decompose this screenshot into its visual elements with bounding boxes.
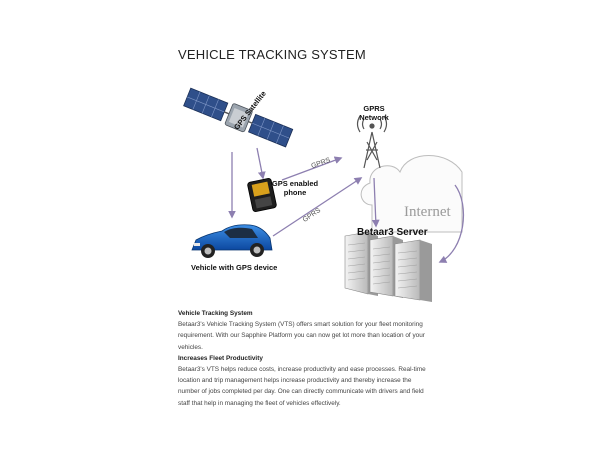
network-label-line2: Network (359, 113, 389, 122)
network-label: GPRS Network (357, 104, 391, 122)
vehicle-label: Vehicle with GPS device (191, 263, 278, 272)
server-label: Betaar3 Server (357, 227, 428, 238)
satellite-icon (183, 87, 294, 148)
description-section: Vehicle Tracking System Betaar3's Vehicl… (178, 308, 428, 409)
paragraph-line: requirement. With our Sapphire Platform … (178, 332, 425, 340)
network-label-line1: GPRS (363, 104, 385, 113)
arrow-internet-loop (438, 184, 465, 263)
section-heading-vts: Vehicle Tracking System (178, 310, 253, 317)
gprs-tower-icon (356, 115, 388, 169)
phone-label: GPS enabled phone (268, 179, 322, 197)
connection-arrows (228, 147, 465, 263)
paragraph-line: location and trip management helps incre… (178, 377, 412, 385)
paragraph-line: number of jobs completed per day. One ca… (178, 388, 424, 396)
car-icon (191, 224, 273, 258)
paragraph-line: Betaar3's VTS helps reduce costs, increa… (178, 366, 426, 374)
arrow-network-to-server (371, 177, 380, 228)
phone-label-line2: phone (283, 188, 307, 197)
paragraph-line: Betaar3's Vehicle Tracking System (VTS) … (178, 321, 423, 329)
paragraph-line: staff that help in managing the fleet of… (178, 399, 341, 407)
arrow-phone-to-network (281, 156, 343, 181)
internet-label: Internet (404, 204, 451, 220)
section-heading-productivity: Increases Fleet Productivity (178, 354, 263, 362)
arrow-vehicle-to-network (272, 177, 363, 237)
arrow-satellite-to-phone (256, 147, 266, 180)
phone-icon (247, 177, 277, 213)
phone-label-line1: GPS enabled (271, 179, 319, 188)
page-title: VEHICLE TRACKING SYSTEM (178, 47, 366, 62)
paragraph-line: vehicles. (178, 343, 203, 351)
server-racks-icon (344, 231, 432, 302)
internet-cloud-icon (360, 155, 463, 233)
